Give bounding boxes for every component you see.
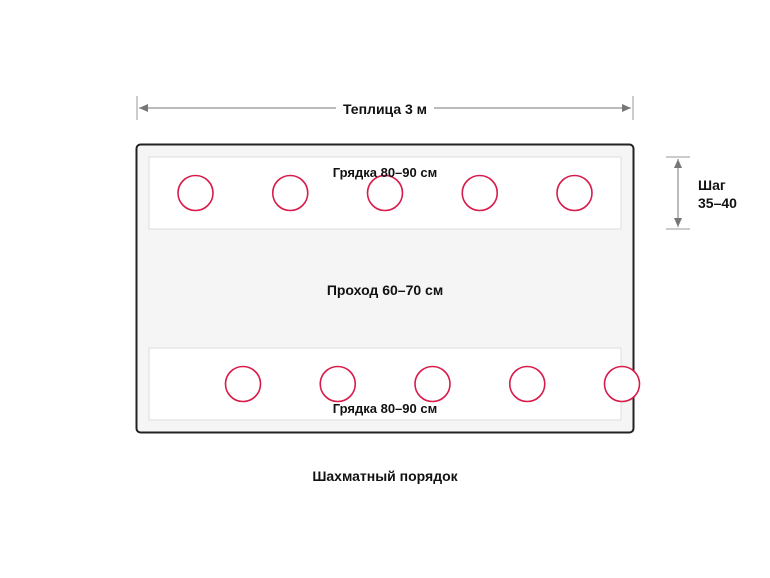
width-dimension: Теплица 3 м bbox=[136, 96, 634, 120]
top-bed-plant bbox=[461, 174, 499, 212]
step-label-line1: Шаг bbox=[698, 177, 726, 193]
step-dimension: Шаг 35–40 bbox=[666, 156, 737, 230]
bottom-bed-plant bbox=[224, 365, 262, 403]
bottom-bed-plant bbox=[603, 365, 641, 403]
bottom-bed-plants bbox=[224, 365, 641, 403]
bottom-bed-label: Грядка 80–90 см bbox=[333, 401, 437, 416]
top-bed-label: Грядка 80–90 см bbox=[333, 165, 437, 180]
bottom-bed-plant bbox=[319, 365, 357, 403]
step-label-line2: 35–40 bbox=[698, 195, 737, 211]
top-bed-plants bbox=[177, 174, 593, 212]
top-bed-plant bbox=[177, 174, 214, 212]
width-label: Теплица 3 м bbox=[343, 101, 427, 117]
top-bed-plant bbox=[271, 174, 309, 212]
caption: Шахматный порядок bbox=[312, 468, 458, 484]
bottom-bed-plant bbox=[508, 365, 546, 403]
bottom-bed-plant bbox=[414, 365, 451, 403]
top-bed-plant bbox=[366, 174, 404, 212]
aisle-label: Проход 60–70 см bbox=[327, 282, 443, 298]
top-bed-plant bbox=[556, 174, 593, 212]
